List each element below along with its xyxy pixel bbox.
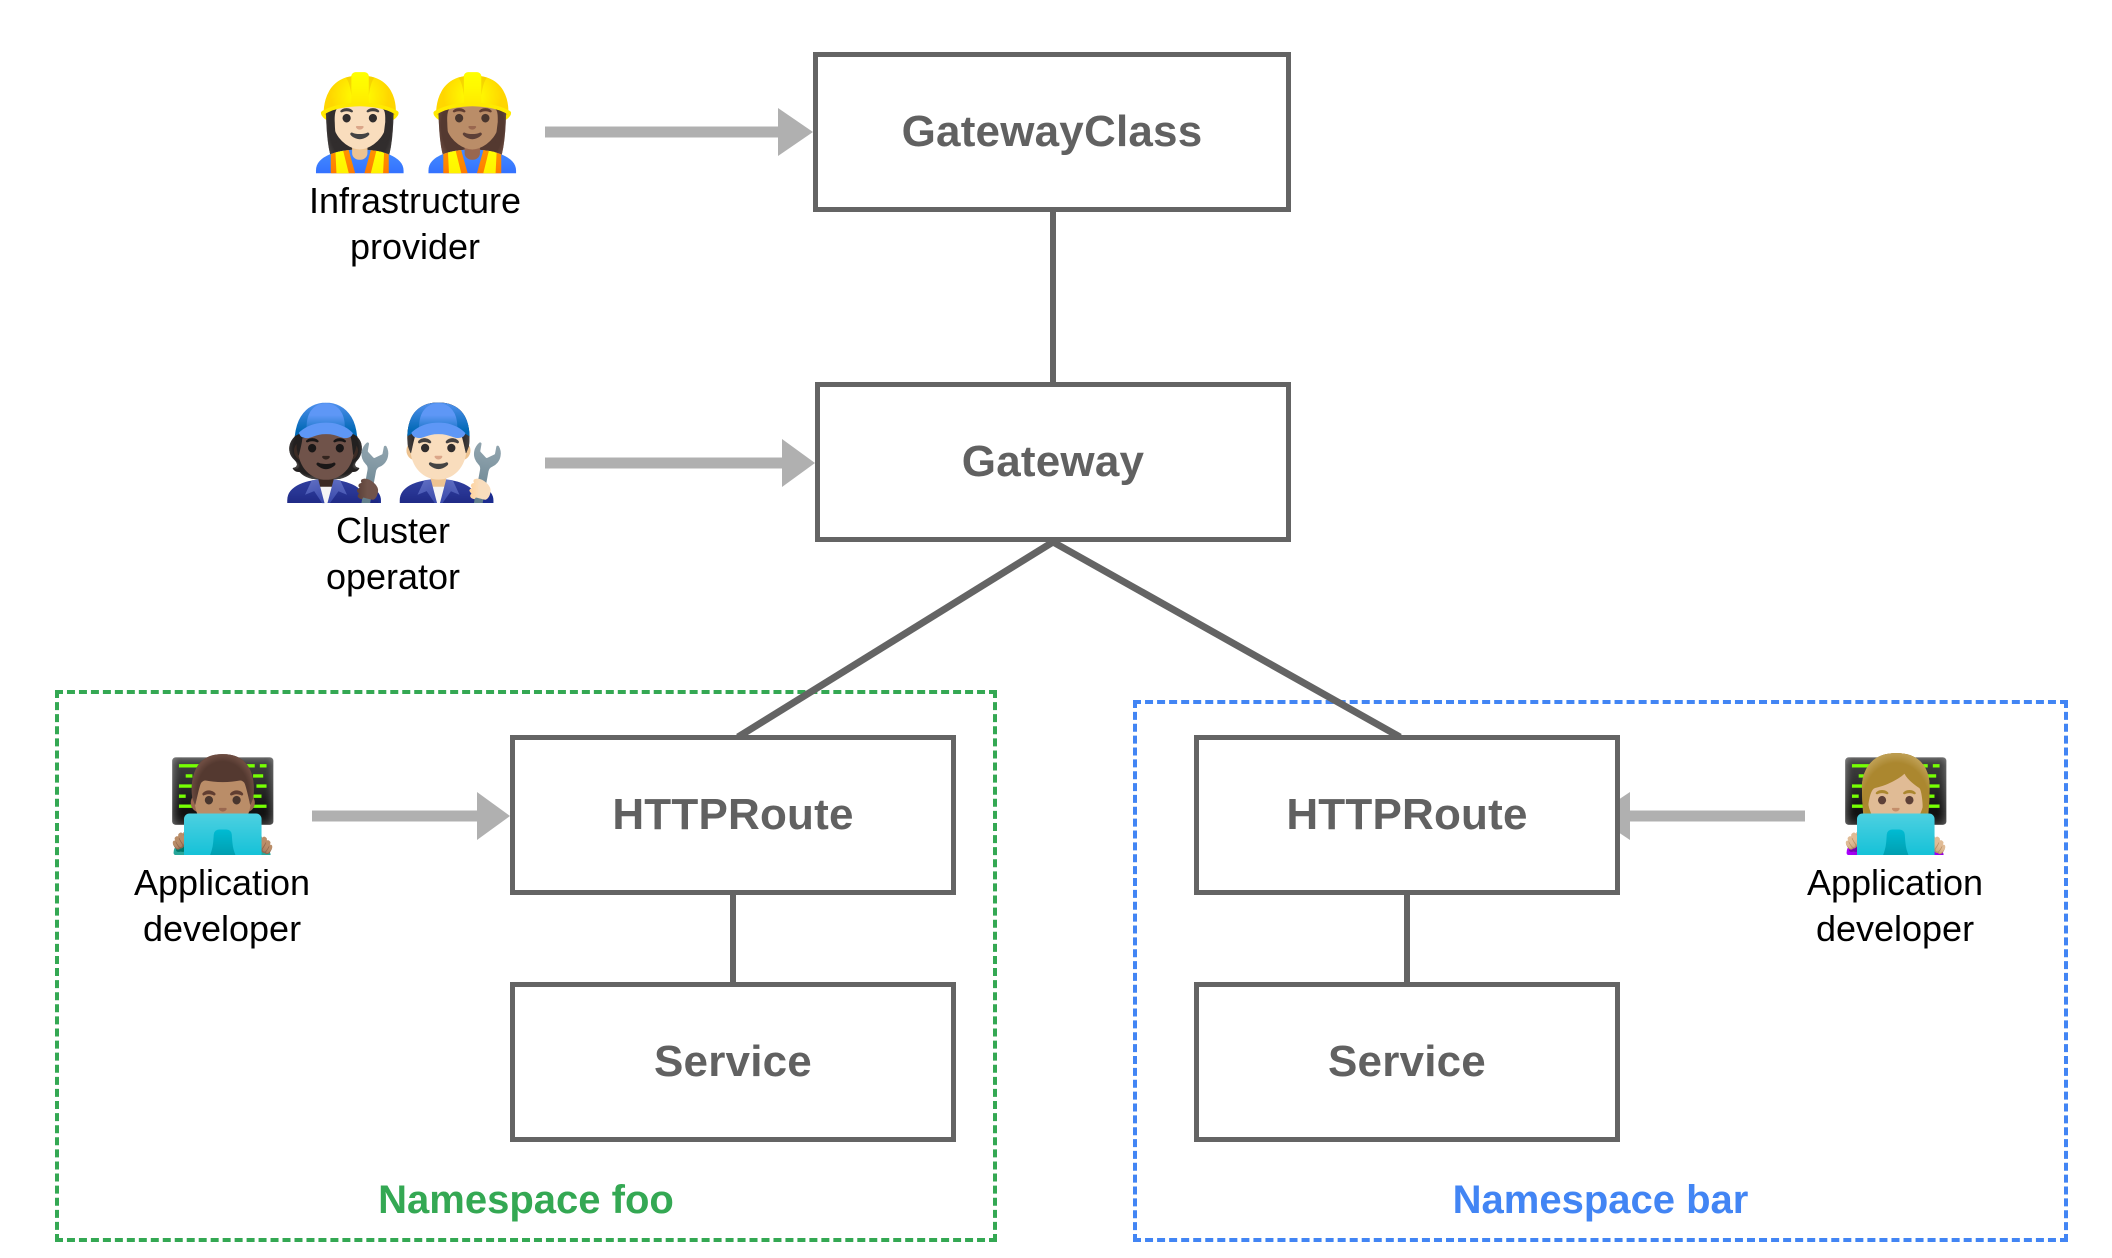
resource-label-httproute-foo: HTTPRoute xyxy=(612,790,854,839)
construction-worker-icon: 👷🏻‍♀️👷🏽‍♀️ xyxy=(302,69,529,176)
resource-box-gateway[interactable]: Gateway xyxy=(815,382,1291,542)
resource-box-service-foo[interactable]: Service xyxy=(510,982,956,1142)
arrow-infra-to-gatewayclass xyxy=(545,108,813,156)
resource-box-httproute-foo[interactable]: HTTPRoute xyxy=(510,735,956,895)
resource-label-gatewayclass: GatewayClass xyxy=(901,107,1203,156)
namespace-label-foo: Namespace foo xyxy=(378,1178,674,1222)
resource-box-service-bar[interactable]: Service xyxy=(1194,982,1620,1142)
resource-label-httproute-bar: HTTPRoute xyxy=(1286,790,1528,839)
mechanic-icon: 🧑🏿‍🔧👨🏻‍🔧 xyxy=(280,399,507,506)
persona-infrastructure-provider: 👷🏻‍♀️👷🏽‍♀️ Infrastructure provider xyxy=(255,69,575,271)
resource-box-gatewayclass[interactable]: GatewayClass xyxy=(813,52,1291,212)
namespace-label-bar: Namespace bar xyxy=(1452,1178,1749,1222)
persona-cluster-operator: 🧑🏿‍🔧👨🏻‍🔧 Cluster operator xyxy=(233,399,553,601)
technologist-icon: 👨🏽‍💻 xyxy=(165,751,281,858)
resource-box-httproute-bar[interactable]: HTTPRoute xyxy=(1194,735,1620,895)
resource-label-service-foo: Service xyxy=(654,1037,812,1086)
technologist-icon: 👩🏼‍💻 xyxy=(1838,751,1954,858)
persona-label-application-developer-bar: Application developer xyxy=(1806,861,1984,950)
persona-label-infrastructure-provider: Infrastructure provider xyxy=(308,179,522,268)
namespace-container-bar: Namespace bar xyxy=(1133,700,2068,1242)
persona-application-developer-foo: 👨🏽‍💻 Application developer xyxy=(62,751,382,953)
arrow-operator-to-gateway xyxy=(545,439,815,487)
resource-label-service-bar: Service xyxy=(1328,1037,1486,1086)
namespace-container-foo: Namespace foo xyxy=(55,690,997,1242)
persona-application-developer-bar: 👩🏼‍💻 Application developer xyxy=(1735,751,2055,953)
resource-label-gateway: Gateway xyxy=(961,437,1145,486)
persona-label-cluster-operator: Cluster operator xyxy=(325,509,461,598)
persona-label-application-developer-foo: Application developer xyxy=(133,861,311,950)
